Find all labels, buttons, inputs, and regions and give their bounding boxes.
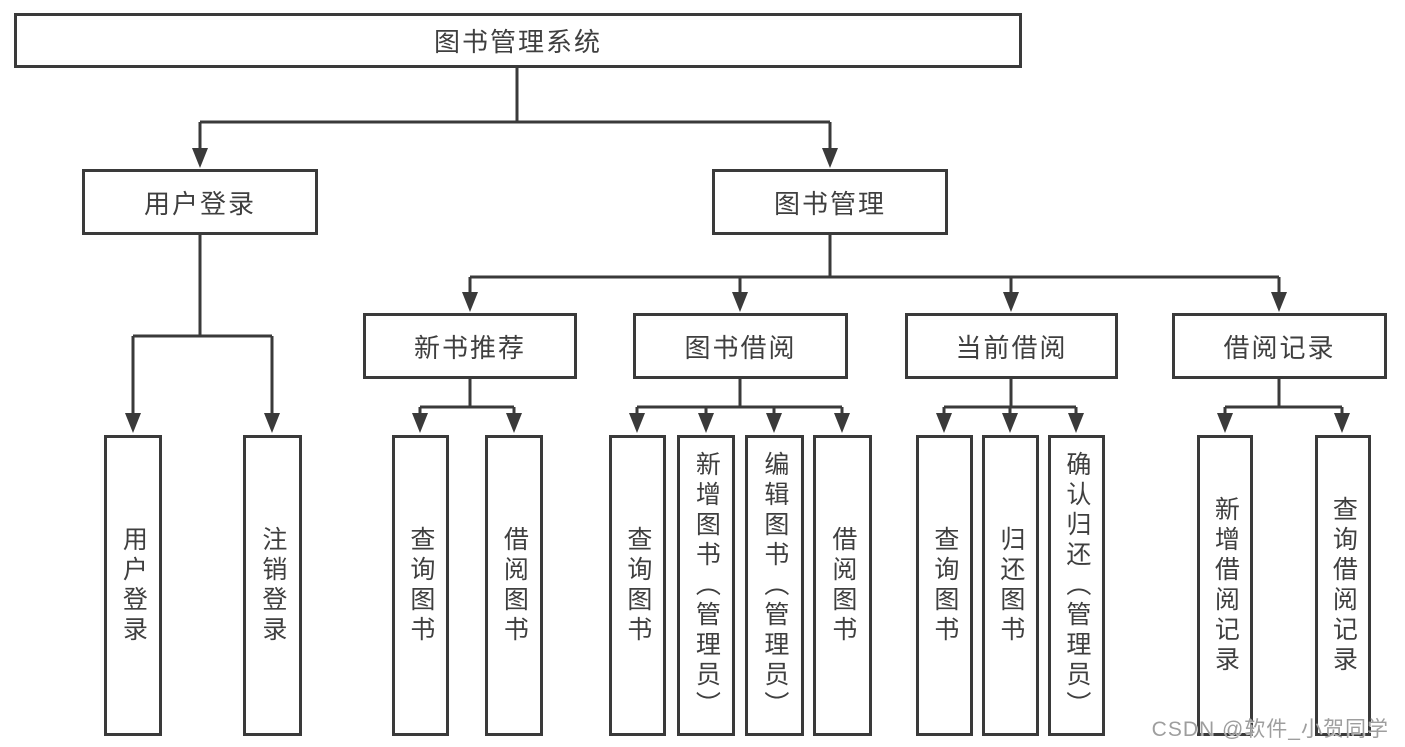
- connector-user-login-to-leaves: [125, 235, 280, 433]
- leaf-confirm-return-admin: 确认归还（管理员）: [1048, 435, 1105, 736]
- connector-new-book-recommend-to-leaves: [412, 379, 522, 433]
- node-book-management: 图书管理: [712, 169, 948, 235]
- node-label: 图书管理: [773, 188, 886, 219]
- leaf-query-borrow-record: 查询借阅记录: [1315, 435, 1371, 736]
- leaf-return-books: 归还图书: [982, 435, 1039, 736]
- node-label: 新书推荐: [413, 332, 526, 363]
- node-label: 当前借阅: [955, 332, 1068, 363]
- node-label: 借阅图书: [500, 525, 529, 646]
- node-label: 新增图书（管理员）: [692, 450, 721, 721]
- node-label: 用户登录: [119, 525, 148, 646]
- node-label: 查询借阅记录: [1329, 495, 1358, 676]
- leaf-borrow-books-borrowing: 借阅图书: [813, 435, 872, 736]
- node-label: 查询图书: [406, 525, 435, 646]
- leaf-query-books-borrowing: 查询图书: [609, 435, 666, 736]
- node-borrowing-records: 借阅记录: [1172, 313, 1387, 379]
- connector-borrowing-records-to-leaves: [1217, 379, 1350, 433]
- node-user-login: 用户登录: [82, 169, 318, 235]
- node-label: 查询图书: [623, 525, 652, 646]
- node-label: 编辑图书（管理员）: [760, 450, 789, 721]
- node-label: 归还图书: [996, 525, 1025, 646]
- node-label: 新增借阅记录: [1211, 495, 1240, 676]
- node-label: 注销登录: [258, 525, 287, 646]
- leaf-add-borrow-record: 新增借阅记录: [1197, 435, 1253, 736]
- connector-book-management-to-level3: [462, 235, 1287, 312]
- leaf-borrow-books-recommend: 借阅图书: [485, 435, 543, 736]
- node-new-book-recommend: 新书推荐: [363, 313, 577, 379]
- node-label: 借阅图书: [828, 525, 857, 646]
- node-label: 确认归还（管理员）: [1062, 450, 1091, 721]
- leaf-user-login: 用户登录: [104, 435, 162, 736]
- connector-root-to-level2: [192, 67, 838, 168]
- leaf-add-books-admin: 新增图书（管理员）: [677, 435, 735, 736]
- leaf-query-books-current: 查询图书: [916, 435, 973, 736]
- leaf-edit-books-admin: 编辑图书（管理员）: [745, 435, 804, 736]
- node-root-library-management-system: 图书管理系统: [14, 13, 1022, 68]
- node-label: 借阅记录: [1223, 332, 1336, 363]
- node-label: 查询图书: [930, 525, 959, 646]
- leaf-query-books-recommend: 查询图书: [392, 435, 449, 736]
- node-label: 图书管理系统: [433, 27, 602, 57]
- node-label: 用户登录: [143, 188, 256, 219]
- connector-book-borrowing-to-leaves: [629, 379, 850, 433]
- leaf-logout-login: 注销登录: [243, 435, 302, 736]
- connector-current-borrowing-to-leaves: [936, 379, 1084, 433]
- csdn-watermark: CSDN @软件_小贺同学: [1151, 718, 1389, 741]
- node-label: 图书借阅: [684, 332, 797, 363]
- node-current-borrowing: 当前借阅: [905, 313, 1118, 379]
- node-book-borrowing: 图书借阅: [633, 313, 848, 379]
